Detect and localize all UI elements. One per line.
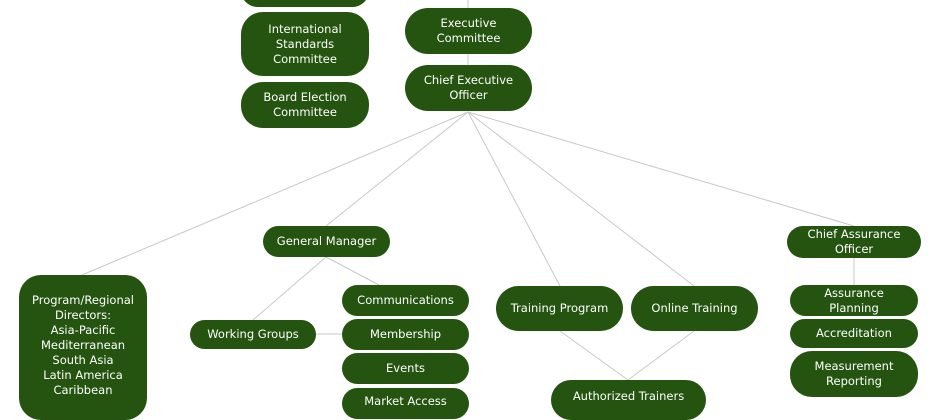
- node-general-manager: General Manager: [263, 226, 390, 257]
- edge-ceo-to-training-program: [467, 111, 561, 287]
- node-accreditation: Accreditation: [790, 319, 918, 348]
- node-online-training: Online Training: [631, 286, 758, 331]
- node-chief-executive-officer: Chief Executive Officer: [405, 65, 532, 111]
- node-working-groups: Working Groups: [190, 320, 316, 349]
- node-measurement-reporting: Measurement Reporting: [790, 351, 918, 397]
- node-membership: Membership: [342, 319, 469, 350]
- node-chief-assurance-officer: Chief Assurance Officer: [787, 226, 921, 258]
- edge-ceo-to-general-manager: [325, 111, 469, 227]
- edge-ceo-to-chief-assurance: [467, 111, 855, 227]
- node-events: Events: [342, 353, 469, 384]
- node-communications: Communications: [342, 285, 469, 316]
- connector-lines: [81, 0, 855, 381]
- node-authorized-trainers: Authorized Trainers: [551, 380, 706, 420]
- node-top-partial: [241, 0, 369, 7]
- edge-online-to-authorized: [627, 330, 695, 381]
- edge-ceo-to-program-directors: [81, 111, 469, 276]
- node-international-standards-committee: International Standards Committee: [241, 12, 369, 76]
- edge-gm-to-working-groups: [252, 256, 327, 321]
- node-program-regional-directors: Program/Regional Directors: Asia-Pacific…: [19, 275, 147, 420]
- edge-ceo-to-online-training: [467, 111, 695, 287]
- node-training-program: Training Program: [496, 286, 623, 331]
- edge-training-to-authorized: [559, 330, 629, 381]
- edge-gm-to-communications: [325, 256, 380, 286]
- node-assurance-planning: Assurance Planning: [790, 285, 918, 316]
- node-market-access: Market Access: [342, 388, 469, 419]
- node-board-election-committee: Board Election Committee: [241, 82, 369, 128]
- node-executive-committee: Executive Committee: [405, 8, 532, 54]
